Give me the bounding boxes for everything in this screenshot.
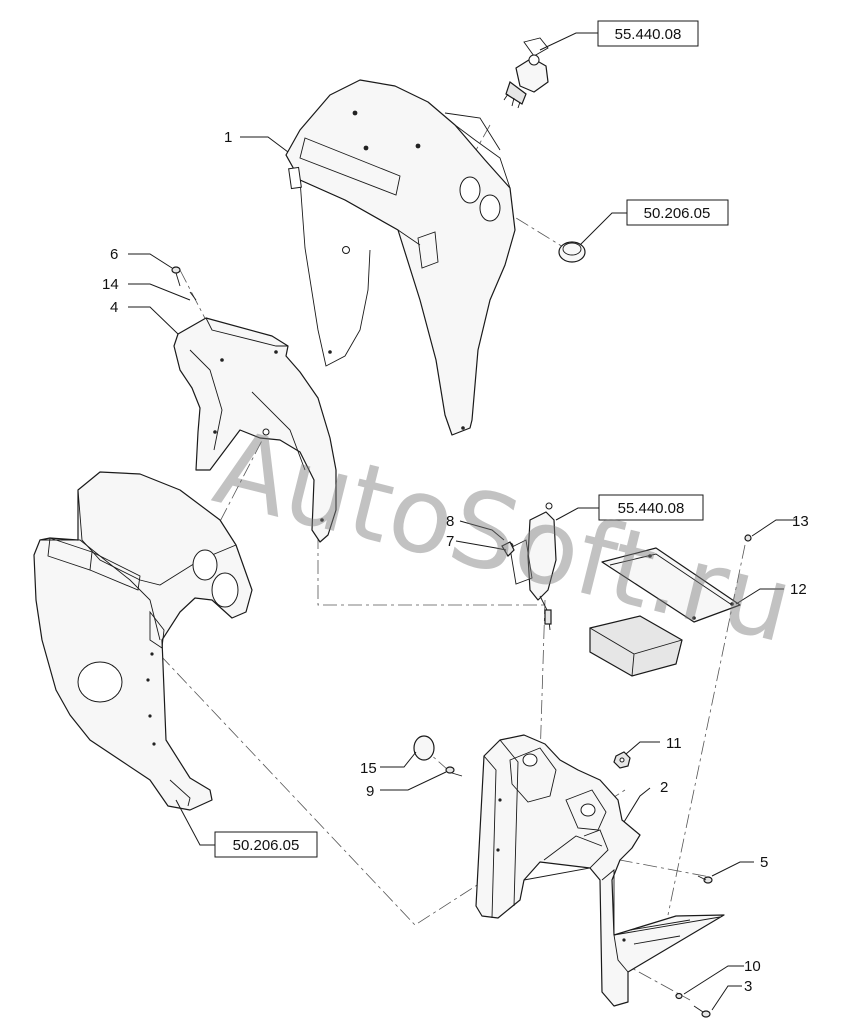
ref-box-lower[interactable]: 50.206.05	[214, 831, 318, 858]
part-4-bracket-cover	[173, 317, 337, 543]
callout-14: 14	[102, 276, 119, 293]
callout-8: 8	[446, 513, 454, 530]
switch-bracket	[506, 502, 557, 631]
callout-12: 12	[790, 581, 807, 598]
callout-10: 10	[744, 958, 761, 975]
callout-1: 1	[224, 129, 232, 146]
leader-lines	[128, 32, 796, 1011]
part-12-cover-plate	[589, 547, 741, 677]
ref-box-top[interactable]: 55.440.08	[597, 20, 699, 47]
ref-label-lower: 50.206.05	[233, 837, 300, 854]
cap-15-icon	[413, 735, 435, 761]
part-1-upper-cover	[285, 79, 516, 436]
callout-5: 5	[760, 854, 768, 871]
callout-4: 4	[110, 299, 118, 316]
ref-label-plug: 50.206.05	[644, 205, 711, 222]
part-2-column-frame	[475, 734, 725, 1007]
nut-icon	[501, 541, 631, 769]
ref-label-switch: 55.440.08	[618, 500, 685, 517]
callout-6: 6	[110, 246, 118, 263]
callout-7: 7	[446, 533, 454, 550]
blanking-plug-icon	[558, 241, 586, 263]
lower-cover	[33, 471, 253, 811]
ref-box-plug[interactable]: 50.206.05	[626, 199, 729, 226]
callout-15: 15	[360, 760, 377, 777]
watermark: AutoSoft.ru	[204, 406, 804, 667]
callout-9: 9	[366, 783, 374, 800]
screw-icon	[171, 266, 752, 1018]
callout-11: 11	[666, 735, 682, 752]
callout-13: 13	[792, 513, 809, 530]
ref-box-switch[interactable]: 55.440.08	[598, 494, 704, 521]
callout-numbers: 1 6 14 4 8 7 13 12 11 15 2 9 5 10 3	[102, 129, 809, 995]
callout-2: 2	[660, 779, 668, 796]
ignition-switch-icon	[503, 37, 549, 109]
ref-label-top: 55.440.08	[615, 26, 682, 43]
callout-3: 3	[744, 978, 752, 995]
